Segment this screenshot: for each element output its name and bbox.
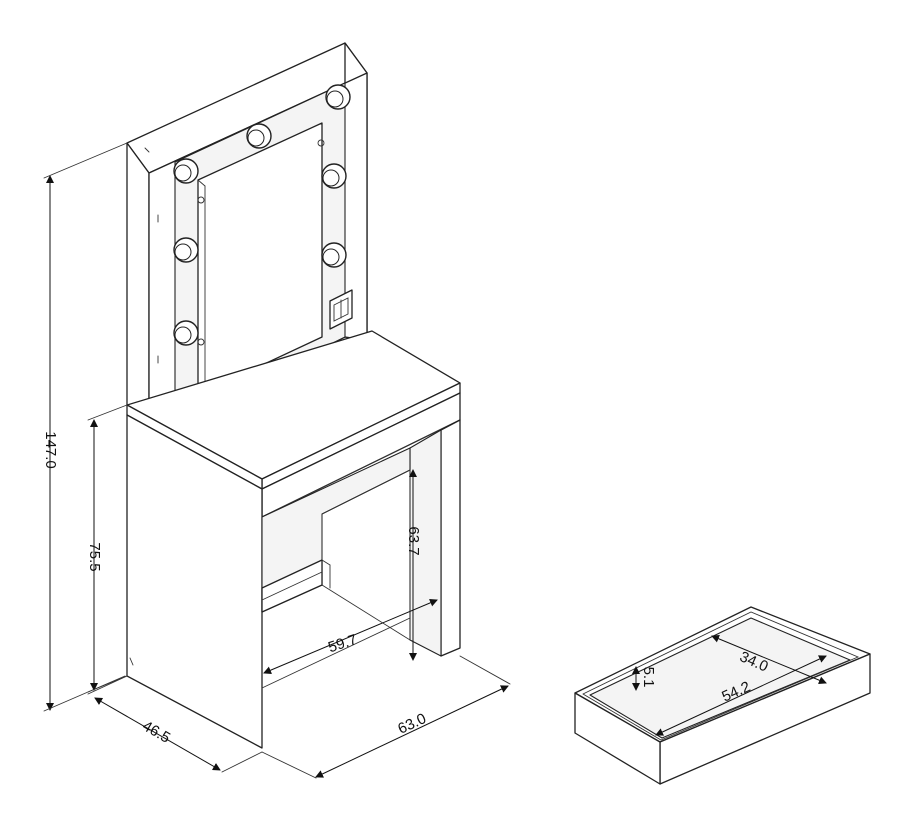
light-switch <box>329 289 353 330</box>
light-bulbs <box>173 84 351 346</box>
depth-label: 46.5 <box>139 717 173 746</box>
left-side-panel <box>126 414 263 749</box>
table-height-label: 75.5 <box>86 542 103 571</box>
vanity-table <box>126 42 461 749</box>
legroom-height-label: 63.7 <box>405 526 422 555</box>
drawer-dimension-lines <box>632 634 827 736</box>
dimension-lines <box>43 142 511 779</box>
width-label: 63.0 <box>395 710 429 738</box>
legroom-width-label: 59.7 <box>326 631 359 656</box>
drawer-height-label: 5.1 <box>640 667 657 688</box>
mirror <box>197 122 323 396</box>
total-height-label: 147.0 <box>42 431 59 469</box>
